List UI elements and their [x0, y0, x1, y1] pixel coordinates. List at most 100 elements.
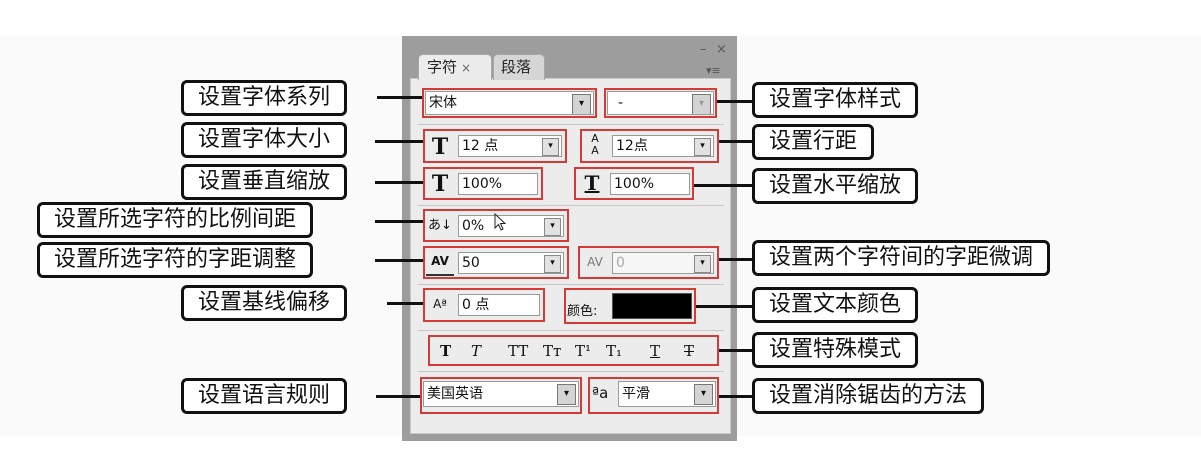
- kerning-highlight: [578, 246, 719, 279]
- font-style-value: -: [618, 95, 624, 111]
- proportional-spacing-input[interactable]: 0% ▾: [458, 215, 564, 237]
- chevron-down-icon[interactable]: ▾: [694, 255, 711, 273]
- chevron-down-icon[interactable]: ▾: [544, 255, 561, 273]
- connector-line: [376, 395, 420, 398]
- proportional-spacing-highlight: [423, 209, 569, 242]
- kerning-icon: AV: [587, 255, 603, 269]
- superscript-button[interactable]: T¹: [575, 342, 592, 360]
- callout-proportional-spacing: 设置所选字符的比例间距: [37, 202, 314, 238]
- callout-vertical-scale: 设置垂直缩放: [181, 164, 348, 200]
- tracking-input[interactable]: 50 ▾: [458, 252, 564, 274]
- font-family-highlight: [422, 88, 597, 118]
- connector-line: [717, 100, 755, 103]
- subscript-button[interactable]: T₁: [606, 342, 623, 360]
- tab-character-label: 字符: [427, 58, 458, 76]
- connector-line: [719, 258, 754, 261]
- callout-font-family: 设置字体系列: [181, 80, 348, 116]
- font-family-value: 宋体: [429, 95, 457, 111]
- font-style-highlight: [604, 88, 717, 118]
- callout-text-color: 设置文本颜色: [752, 287, 919, 323]
- connector-line: [375, 181, 423, 184]
- leading-highlight: [580, 129, 719, 163]
- horizontal-scale-highlight: [574, 167, 694, 200]
- connector-line: [377, 96, 422, 99]
- faux-italic-button[interactable]: T: [471, 342, 482, 360]
- connector-line: [375, 140, 423, 143]
- font-family-select[interactable]: 宋体 ▾: [425, 91, 594, 115]
- kerning-value: 0: [616, 255, 625, 271]
- faux-bold-button[interactable]: T: [440, 342, 452, 360]
- callout-language: 设置语言规则: [181, 378, 348, 414]
- callout-antialias: 设置消除锯齿的方法: [752, 378, 985, 414]
- connector-line: [694, 184, 753, 187]
- language-value: 美国英语: [427, 386, 483, 402]
- mouse-cursor-icon: [494, 213, 507, 231]
- vertical-scale-icon: T: [431, 171, 449, 197]
- font-style-select[interactable]: - ▾: [607, 91, 714, 115]
- panel-close-button[interactable]: ×: [716, 42, 727, 57]
- font-size-input[interactable]: 12 点 ▾: [458, 135, 562, 157]
- chevron-down-icon[interactable]: ▾: [692, 94, 711, 114]
- baseline-shift-value: 0 点: [462, 297, 490, 313]
- tracking-icon: AV: [426, 250, 454, 276]
- close-icon[interactable]: ×: [461, 61, 472, 75]
- leading-input[interactable]: 12点 ▾: [612, 135, 714, 157]
- vertical-scale-input[interactable]: 100%: [458, 173, 538, 195]
- underline-button[interactable]: T: [650, 342, 661, 360]
- all-caps-button[interactable]: TT: [508, 342, 529, 360]
- chevron-down-icon[interactable]: ▾: [544, 218, 561, 236]
- connector-line: [719, 395, 753, 398]
- divider: [418, 284, 724, 285]
- vertical-scale-value: 100%: [462, 176, 503, 192]
- chevron-down-icon[interactable]: ▾: [572, 94, 591, 114]
- divider: [418, 371, 724, 372]
- antialias-value: 平滑: [622, 386, 650, 402]
- minimize-button[interactable]: –: [700, 42, 707, 57]
- antialias-highlight: [588, 377, 719, 414]
- vertical-scale-highlight: [423, 167, 543, 200]
- chevron-down-icon[interactable]: ▾: [694, 384, 713, 405]
- horizontal-scale-input[interactable]: 100%: [610, 173, 690, 195]
- font-size-highlight: [423, 129, 567, 163]
- connector-line: [375, 259, 423, 262]
- color-swatch[interactable]: [612, 293, 692, 319]
- tab-character[interactable]: 字符×: [418, 54, 492, 80]
- callout-special-styles: 设置特殊模式: [752, 332, 919, 368]
- connector-line: [696, 305, 754, 308]
- antialias-select[interactable]: 平滑 ▾: [618, 381, 716, 407]
- tracking-value: 50: [462, 255, 480, 271]
- callout-font-size: 设置字体大小: [181, 122, 348, 158]
- chevron-down-icon[interactable]: ▾: [694, 138, 711, 156]
- proportional-spacing-value: 0%: [462, 218, 485, 234]
- language-select[interactable]: 美国英语 ▾: [423, 381, 579, 407]
- callout-leading: 设置行距: [752, 124, 875, 160]
- font-size-value: 12 点: [462, 138, 499, 154]
- font-size-icon: T: [431, 134, 449, 160]
- horizontal-scale-value: 100%: [614, 176, 655, 192]
- small-caps-button[interactable]: Tт: [543, 342, 562, 360]
- divider: [418, 205, 724, 206]
- text-color-highlight: [564, 288, 696, 324]
- baseline-shift-input[interactable]: 0 点: [458, 294, 540, 316]
- antialias-icon: ªa: [592, 384, 609, 402]
- chevron-down-icon[interactable]: ▾: [542, 138, 559, 156]
- horizontal-scale-icon: T: [584, 171, 600, 195]
- callout-baseline-shift: 设置基线偏移: [181, 285, 348, 321]
- special-styles-highlight: [428, 335, 719, 366]
- panel-menu-icon[interactable]: ▾≡: [706, 64, 721, 77]
- divider: [418, 124, 724, 125]
- tab-paragraph[interactable]: 段落: [493, 54, 545, 80]
- divider: [418, 330, 724, 331]
- strikethrough-button[interactable]: T: [684, 342, 695, 360]
- language-highlight: [420, 377, 582, 414]
- chevron-down-icon[interactable]: ▾: [557, 384, 576, 405]
- kerning-input[interactable]: 0 ▾: [612, 252, 714, 274]
- tracking-highlight: [423, 246, 569, 279]
- connector-line: [719, 349, 753, 352]
- connector-line: [375, 220, 423, 223]
- leading-value: 12点: [616, 138, 648, 154]
- proportional-spacing-icon: あ↓: [428, 218, 452, 233]
- baseline-shift-highlight: [423, 288, 545, 322]
- callout-tracking: 设置所选字符的字距调整: [37, 242, 314, 278]
